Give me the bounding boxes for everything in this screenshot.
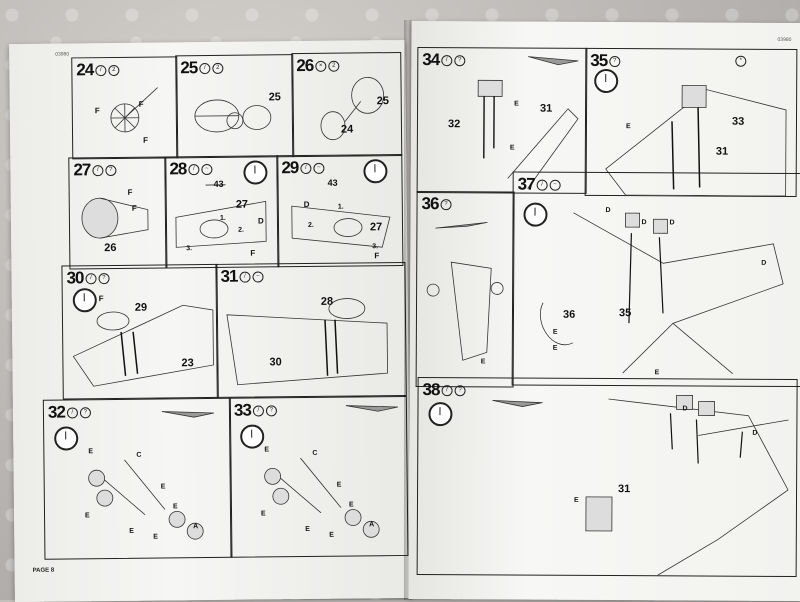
part-label: D (761, 260, 766, 267)
part-label: E (161, 483, 166, 490)
part-label: E (514, 101, 519, 108)
part-number: 43 (328, 178, 338, 188)
step-order: 1. (338, 204, 344, 211)
part-label: E (305, 526, 310, 533)
part-label: D (752, 430, 757, 437)
part-number: 26 (104, 242, 116, 254)
part-label: D (606, 207, 611, 214)
instruction-page-right: 03980 34/? 32 31 E E 35? * (408, 21, 800, 601)
wing-underside-drawing (62, 265, 217, 399)
part-number: 33 (732, 116, 744, 128)
step-24-panel: 24/2 F F F (71, 56, 178, 159)
part-number: 36 (563, 309, 575, 321)
step-26-panel: 26×2 25 24 (291, 52, 402, 157)
part-number: 31 (618, 483, 630, 495)
part-label: D (304, 200, 310, 209)
part-label: E (329, 532, 334, 539)
part-label: E (337, 482, 342, 489)
part-number: 28 (321, 296, 333, 308)
part-label: E (510, 144, 515, 151)
part-label: E (85, 512, 90, 519)
fan-blade-drawing (72, 57, 177, 158)
engine-nacelle-drawing (69, 157, 166, 268)
step-30-panel: 30/? 29 23 F (61, 264, 218, 400)
landing-gear-drawing (44, 399, 232, 559)
landing-gear-drawing (230, 397, 408, 557)
instruction-page-left: 03980 24/2 F F F 25/2 25 26×2 (9, 40, 411, 602)
part-number: 43 (214, 179, 224, 189)
part-number: 27 (236, 199, 248, 211)
part-number: 31 (716, 146, 728, 158)
part-label: F (99, 294, 104, 303)
part-number: 23 (181, 357, 193, 369)
step-33-panel: 33/? E E C E E E E A (229, 396, 409, 558)
step-order: 2. (238, 227, 244, 234)
step-32-panel: 32/? E E C E E E E A (43, 398, 233, 560)
part-label: E (349, 502, 354, 509)
part-number: 25 (269, 91, 281, 103)
part-label: E (264, 446, 269, 453)
page-code-left: 03980 (55, 51, 69, 57)
part-label: E (88, 448, 93, 455)
part-number: 27 (370, 221, 382, 233)
part-number: 25 (377, 95, 389, 107)
part-number: 29 (135, 302, 147, 314)
part-label: F (143, 136, 148, 145)
tail-fin-drawing (417, 192, 514, 387)
step-order: 1. (220, 215, 226, 222)
part-label: C (312, 450, 317, 457)
part-label: A (193, 523, 198, 530)
part-label: D (258, 216, 264, 225)
part-label: F (128, 188, 133, 197)
fuselage-wing-drawing (513, 173, 800, 387)
part-number: 24 (341, 123, 353, 135)
step-29-panel: 29/~ 43 27 1. 2. 3. D F (276, 154, 403, 267)
step-order: 3. (372, 243, 378, 250)
part-label: D (669, 219, 674, 226)
step-28-panel: 28/~ 43 27 1. 2. 3. D F (164, 155, 279, 268)
step-order: 3. (186, 245, 192, 252)
step-36-panel: 36? E (416, 191, 515, 388)
part-number: 32 (448, 118, 460, 130)
part-label: E (574, 497, 579, 504)
part-label: F (374, 251, 379, 260)
part-label: E (173, 503, 178, 510)
part-label: F (132, 204, 137, 213)
step-38-panel: 38/? 31 D D E (417, 377, 798, 577)
part-number: 35 (619, 307, 631, 319)
wing-engine-drawing (165, 156, 278, 267)
part-label: C (136, 452, 141, 459)
part-label: E (481, 358, 486, 365)
step-25-panel: 25/2 25 (175, 54, 294, 158)
part-label: E (153, 534, 158, 541)
part-label: E (626, 123, 631, 130)
part-label: E (553, 329, 558, 336)
step-37-panel: 37/~ 36 35 D D D D E E E (512, 172, 800, 388)
part-label: F (95, 106, 100, 115)
page-code-right: 03980 (777, 37, 791, 43)
part-number: 30 (269, 356, 281, 368)
part-number: 31 (540, 103, 552, 115)
part-label: E (129, 528, 134, 535)
part-label: F (250, 249, 255, 258)
page-number: PAGE 8 (33, 568, 55, 574)
wing-engine-install-drawing (216, 263, 405, 397)
engine-core-drawing (176, 55, 293, 157)
step-31-panel: 31/~ 28 30 (215, 262, 406, 398)
fuselage-final-drawing (418, 378, 797, 576)
part-label: A (369, 521, 374, 528)
step-27-panel: 27/? F F 26 (68, 156, 167, 269)
part-label: E (261, 510, 266, 517)
part-label: D (682, 405, 687, 412)
part-label: E (553, 345, 558, 352)
part-label: F (139, 100, 144, 109)
part-label: D (641, 219, 646, 226)
part-label: E (655, 369, 660, 376)
step-order: 2. (308, 222, 314, 229)
